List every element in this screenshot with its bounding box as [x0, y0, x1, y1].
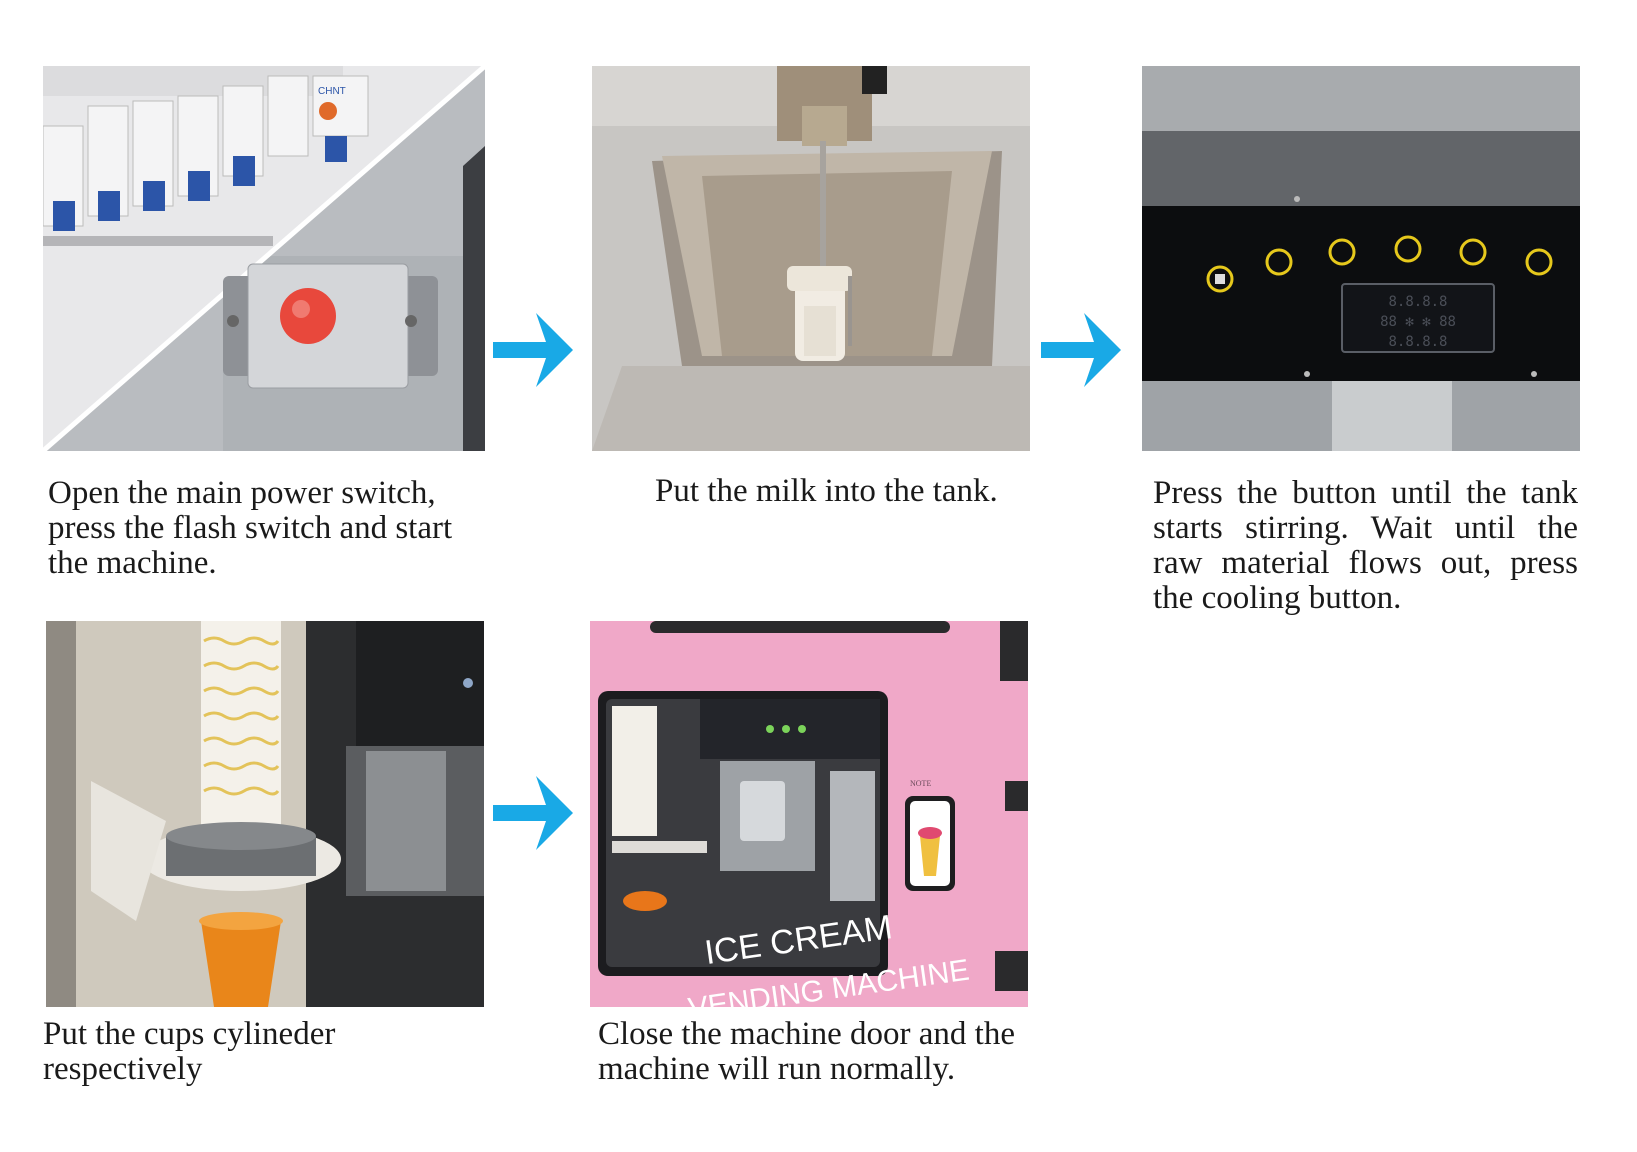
step-4-photo	[46, 621, 484, 1007]
power-button-shape	[280, 288, 336, 344]
step-3-caption: Press the button until the tank starts s…	[1153, 475, 1578, 616]
arrow-right-icon	[493, 313, 573, 387]
step-1-caption: Open the main power switch, press the fl…	[48, 475, 453, 581]
arrow-right-icon	[493, 776, 573, 850]
step-3-photo: 8.8.8.8 88 ✻ ✻ 88 8.8.8.8	[1142, 66, 1580, 451]
breaker-brand-text: CHNT	[318, 86, 346, 97]
step-5-photo: NOTE ICE CREAM VENDING MACHINE	[590, 621, 1028, 1007]
note-label: NOTE	[910, 779, 931, 788]
step-2-caption: Put the milk into the tank.	[655, 473, 998, 509]
step-4-caption: Put the cups cylineder respectively	[43, 1016, 336, 1087]
svg-text:8.8.8.8: 8.8.8.8	[1388, 334, 1447, 350]
step-1-photo: CHNT	[43, 66, 485, 451]
svg-text:8.8.8.8: 8.8.8.8	[1388, 294, 1447, 310]
svg-text:88 ✻ ✻ 88: 88 ✻ ✻ 88	[1380, 314, 1456, 330]
arrow-right-icon	[1041, 313, 1121, 387]
step-5-caption: Close the machine door and the machine w…	[598, 1016, 1015, 1087]
step-2-photo	[592, 66, 1030, 451]
